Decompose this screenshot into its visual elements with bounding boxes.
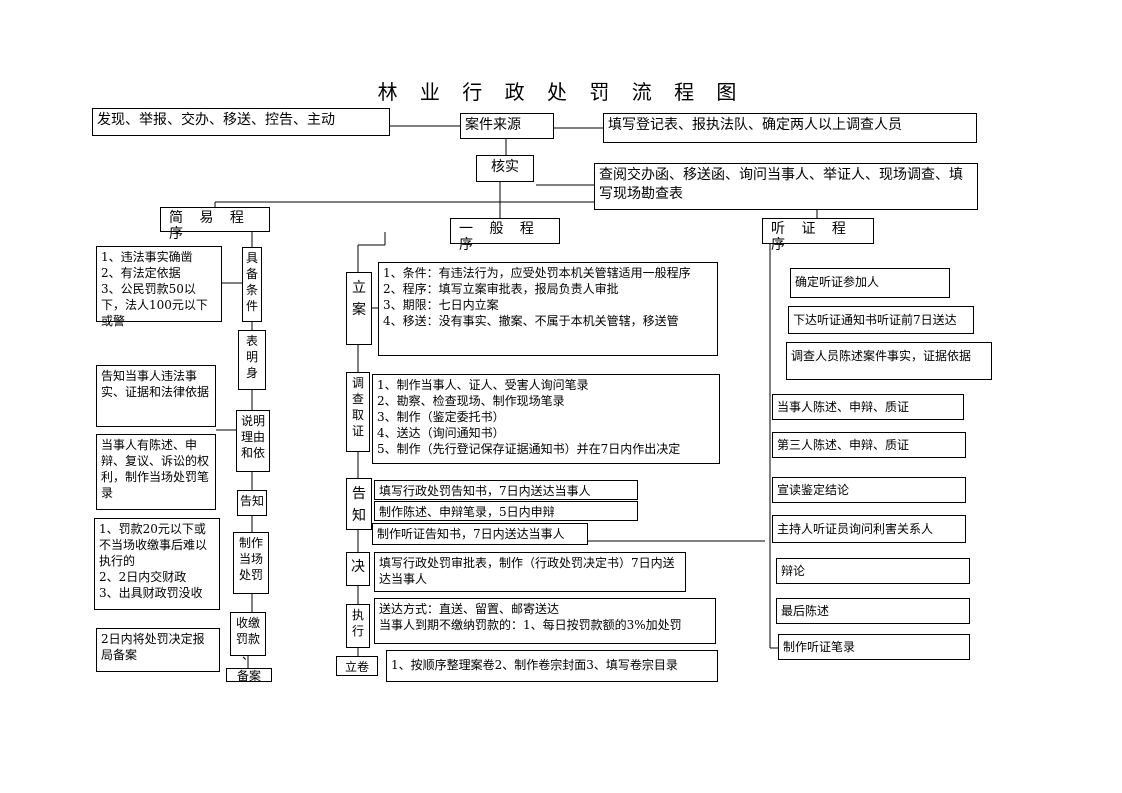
case-source-box: 案件来源 <box>460 113 554 139</box>
case-origins-box: 发现、举报、交办、移送、控告、主动 <box>92 108 390 136</box>
simple-step-conditions: 具 备 条 件 <box>242 247 262 322</box>
simple-step-inform: 告知 <box>237 490 267 516</box>
general-step-execute: 执 行 <box>346 604 370 648</box>
general-investigate-detail-box: 1、制作当事人、证人、受害人询问笔录 2、勘察、检查现场、制作现场笔录 3、制作… <box>372 374 720 464</box>
simple-step-make-record: 制作 当场 处罚 <box>233 532 269 594</box>
simple-step-identity: 表 明 身 <box>238 330 266 390</box>
verify-box: 核实 <box>476 155 534 182</box>
hearing-item-participants: 确定听证参加人 <box>790 268 950 298</box>
hearing-item-notice: 下达听证通知书听证前7日送达 <box>788 306 974 334</box>
general-decide-detail-box: 填写行政处罚审批表，制作（行政处罚决定书）7日内送达当事人 <box>374 552 686 592</box>
general-inform-notice-box: 填写行政处罚告知书，7日内送达当事人 <box>374 480 638 500</box>
hearing-item-questioning: 主持人听证员询问利害关系人 <box>772 515 966 543</box>
general-file-detail-box: 1、条件：有违法行为，应受处罚本机关管辖适用一般程序 2、程序：填写立案审批表，… <box>378 262 718 356</box>
general-inform-statement-box: 制作陈述、申辩笔录，5日内申辩 <box>374 501 638 521</box>
general-step-inform: 告 知 <box>346 478 372 530</box>
simple-filing-note-box: 2日内将处罚决定报局备案 <box>96 628 220 672</box>
general-step-archive: 立卷 <box>336 656 378 676</box>
simple-payment-rules-box: 1、罚款20元以下或不当场收缴事后难以执行的 2、2日内交财政 3、出具财政罚没… <box>94 518 220 610</box>
hearing-item-appraisal: 宣读鉴定结论 <box>772 477 966 503</box>
hearing-item-party-statement: 当事人陈述、申辩、质证 <box>772 394 964 420</box>
simple-rights-box: 当事人有陈述、申辩、复议、诉讼的权利，制作当场处罚笔录 <box>96 434 216 510</box>
hearing-procedure-header: 听 证 程 序 <box>762 218 874 253</box>
page-title: 林 业 行 政 处 罚 流 程 图 <box>377 80 745 104</box>
simple-step-record: 备案 <box>226 668 272 683</box>
simple-step-collect-fine: 收缴 罚款 、 <box>230 612 266 662</box>
simple-notify-facts-box: 告知当事人违法事实、证据和法律依据 <box>96 365 216 427</box>
simple-procedure-header: 简 易 程 序 <box>160 207 270 242</box>
general-step-decide: 决 <box>346 552 370 586</box>
general-execute-detail-box: 送达方式：直送、留置、邮寄送达 当事人到期不缴纳罚款的：1、每日按罚款额的3%加… <box>374 598 716 644</box>
general-step-investigate: 调 查 取 证 <box>346 372 370 452</box>
register-box: 填写登记表、报执法队、确定两人以上调查人员 <box>603 113 977 143</box>
hearing-item-hearing-record: 制作听证笔录 <box>778 634 970 660</box>
simple-step-reasons: 说明 理由 和依 <box>236 410 270 472</box>
general-inform-hearing-notice-box: 制作听证告知书，7日内送达当事人 <box>372 523 588 545</box>
general-archive-detail-box: 1、按顺序整理案卷2、制作卷宗封面3、填写卷宗目录 <box>386 650 718 682</box>
simple-conditions-box: 1、违法事实确凿 2、有法定依据 3、公民罚款50以下，法人100元以下或警 <box>96 246 222 328</box>
general-procedure-header: 一 般 程 序 <box>450 218 560 253</box>
hearing-item-investigator-statement: 调查人员陈述案件事实，证据依据 <box>786 342 992 380</box>
verify-detail-box: 查阅交办函、移送函、询问当事人、举证人、现场调查、填写现场勘查表 <box>594 163 978 210</box>
hearing-item-debate: 辩论 <box>776 558 970 584</box>
general-step-file: 立 案 <box>346 272 372 345</box>
hearing-item-final-statement: 最后陈述 <box>776 598 970 624</box>
hearing-item-third-party-statement: 第三人陈述、申辩、质证 <box>772 432 966 458</box>
